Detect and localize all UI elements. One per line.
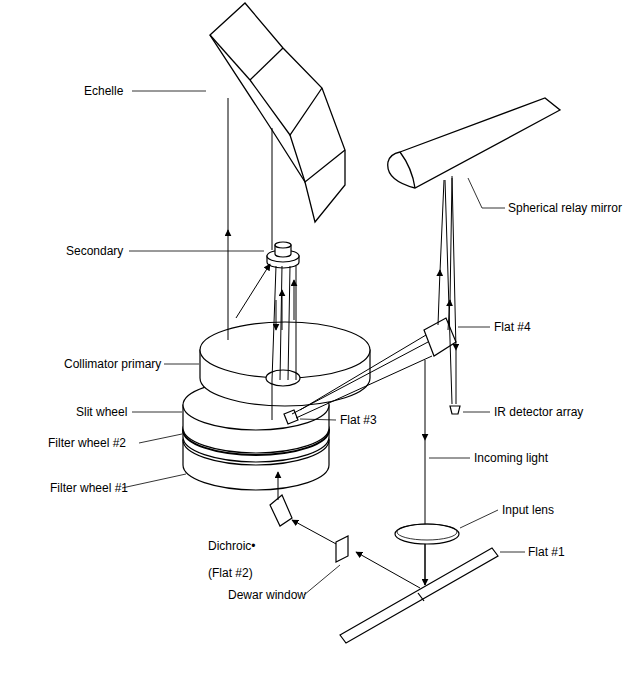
ray	[300, 335, 426, 410]
rays	[228, 98, 296, 420]
ray	[445, 180, 452, 404]
ray	[296, 356, 432, 418]
part-label: Dewar window	[228, 588, 306, 602]
part-label: Flat #1	[528, 545, 565, 559]
part-label: Filter wheel #2	[48, 436, 126, 450]
collimator	[200, 322, 370, 406]
part-label: Input lens	[502, 503, 554, 517]
ray	[438, 270, 440, 325]
flat-1	[340, 548, 498, 643]
relay-mirror	[388, 98, 560, 188]
part-label: Flat #3	[340, 413, 377, 427]
part-label: (Flat #2)	[208, 566, 253, 580]
part-label: Secondary	[66, 244, 123, 258]
part-label: Echelle	[84, 84, 123, 98]
ray	[452, 176, 456, 350]
dichroic	[270, 495, 292, 526]
leader-lines	[122, 91, 525, 595]
ray	[278, 472, 279, 500]
part-label: Collimator primary	[64, 357, 161, 371]
ray	[356, 552, 420, 588]
ray	[425, 360, 426, 440]
ray	[292, 520, 338, 545]
part-label: Filter wheel #1	[50, 481, 128, 495]
part-label: IR detector array	[494, 405, 583, 419]
part-label: Dichroic•	[208, 539, 256, 553]
part-label: Flat #4	[494, 320, 531, 334]
echelle	[210, 3, 345, 222]
ir-detector	[450, 406, 460, 414]
dewar-window	[336, 536, 348, 562]
ray	[440, 180, 444, 272]
flat-4	[424, 318, 456, 356]
ray	[425, 544, 426, 585]
part-label: Spherical relay mirror	[508, 201, 622, 215]
part-label: Slit wheel	[76, 405, 127, 419]
part-label: Incoming light	[474, 451, 548, 465]
ray	[450, 178, 452, 302]
ray	[456, 350, 457, 404]
input-lens	[395, 524, 459, 544]
ray	[425, 440, 426, 585]
